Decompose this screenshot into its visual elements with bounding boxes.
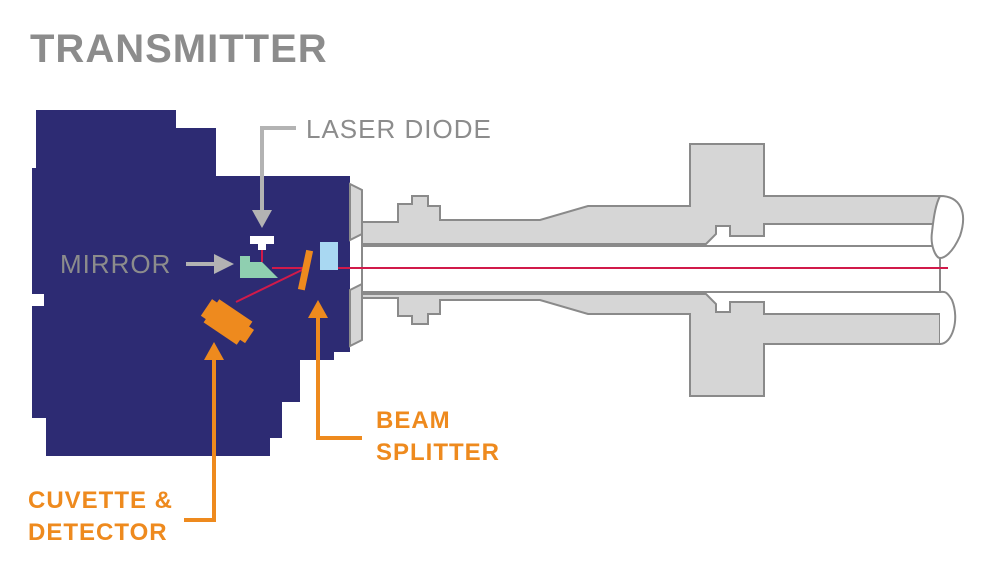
transmitter-housing bbox=[32, 110, 350, 456]
cuvette-arrowhead bbox=[204, 342, 224, 360]
detector-cap-left bbox=[200, 299, 219, 321]
detector-body bbox=[203, 299, 253, 345]
cuvette-leader bbox=[184, 358, 216, 522]
beam-splitter-label-line1: BEAM bbox=[376, 407, 451, 434]
callout-mirror: MIRROR bbox=[60, 249, 234, 279]
callout-laser-diode: LASER DIODE bbox=[252, 114, 492, 228]
laser-diode-stem bbox=[258, 244, 266, 250]
beam-splitter-leader bbox=[316, 316, 362, 440]
callout-cuvette-detector: CUVETTE & DETECTOR bbox=[28, 342, 224, 546]
beam-splitter bbox=[297, 249, 314, 291]
beam-splitter-arrowhead bbox=[308, 300, 328, 318]
upper-flange bbox=[349, 182, 363, 242]
beam-splitter-label-line2: SPLITTER bbox=[376, 439, 500, 466]
upper-tube-wall bbox=[361, 143, 941, 245]
optical-window bbox=[320, 242, 338, 270]
cuvette-label-line2: DETECTOR bbox=[28, 519, 168, 546]
laser-diode-body bbox=[250, 236, 274, 244]
lower-flange bbox=[349, 282, 363, 348]
mirror-label: MIRROR bbox=[60, 249, 171, 279]
laser-diode-leader bbox=[260, 126, 296, 212]
lower-tube-wall bbox=[361, 284, 941, 397]
laser-diode bbox=[250, 236, 274, 250]
cuvette-label-line1: CUVETTE & bbox=[28, 487, 173, 514]
probe-tube bbox=[349, 143, 941, 397]
diagram-title: TRANSMITTER bbox=[30, 27, 328, 71]
callout-beam-splitter: BEAM SPLITTER bbox=[308, 300, 500, 466]
laser-diode-label: LASER DIODE bbox=[306, 114, 492, 144]
laser-diode-arrowhead bbox=[252, 210, 272, 228]
mirror bbox=[240, 256, 278, 278]
tube-end-cap bbox=[930, 194, 965, 345]
beam-to-detector bbox=[235, 267, 307, 303]
cuvette-detector bbox=[200, 299, 255, 345]
detector-cap-right bbox=[238, 325, 255, 344]
laser-beam bbox=[235, 244, 948, 303]
mirror-arrowhead bbox=[214, 254, 234, 274]
